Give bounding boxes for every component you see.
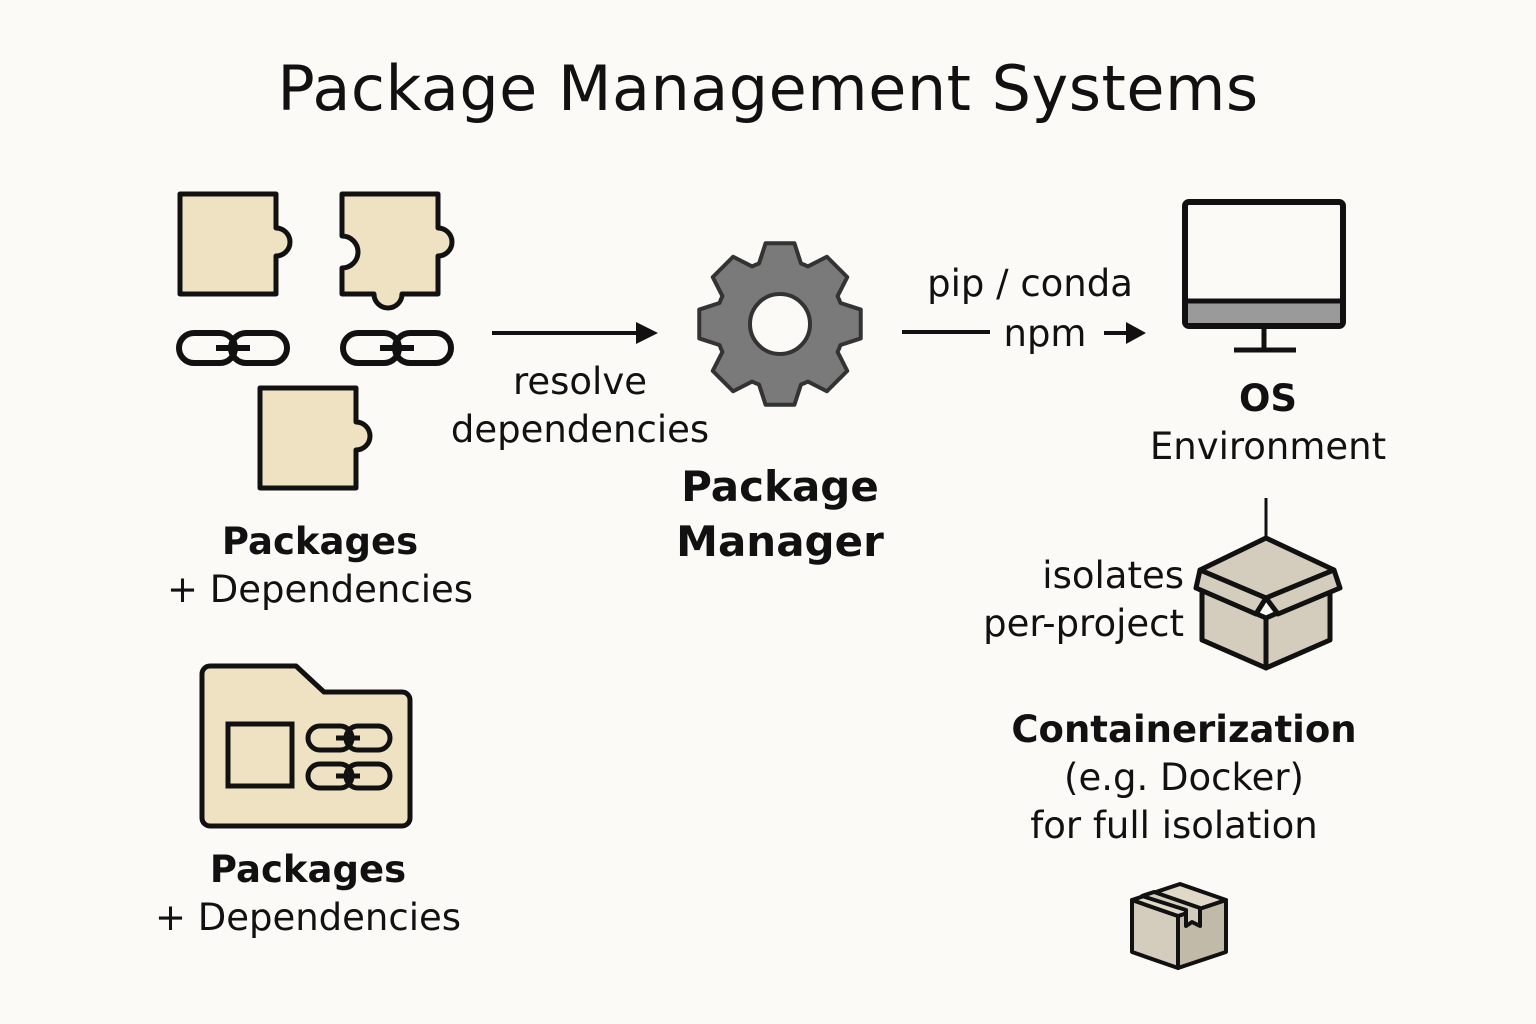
package-manager-line2: Manager [676,516,884,566]
monitor-icon [1182,199,1346,353]
containerization-line3: for full isolation [1030,804,1318,848]
resolve-label-line2: dependencies [450,408,710,452]
folder-icon [199,663,413,829]
gear-icon [697,241,863,407]
package-manager-line1: Package [681,462,879,511]
tools-arrow-line [902,330,990,334]
packages-label: Packages + Dependencies [120,518,520,614]
box-icon [1130,882,1228,970]
chain-link-icon [176,330,290,366]
tools-label-line1: pip / conda [927,262,1133,305]
chain-link-icon [340,330,454,366]
puzzle-piece-icon [177,191,293,297]
environment-label: Environment [1149,425,1387,469]
puzzle-piece-icon [339,191,455,311]
package-manager-label: Package Manager [630,460,930,569]
containerization-line2: (e.g. Docker) [1064,756,1304,800]
packages-title: Packages [221,520,419,563]
os-environment-label: OS Environment [1110,375,1426,471]
os-label: OS [1238,377,1298,420]
tools-arrow-head [1104,322,1146,344]
packages-label-bottom: Packages + Dependencies [108,846,508,942]
tools-label-line2: npm [1003,312,1087,355]
isolation-line1: isolates [1042,554,1184,597]
resolve-label-line1: resolve [512,360,648,403]
containerization-title: Containerization [1011,708,1357,751]
containerization-label: Containerization (e.g. Docker) for full … [984,706,1384,850]
box-icon [1193,535,1343,671]
packages-title: Packages [209,848,407,891]
packages-subtitle: + Dependencies [166,568,474,612]
chain-link-icon [305,723,393,753]
isolation-line2: per-project [983,602,1184,646]
packages-subtitle: + Dependencies [154,896,462,940]
resolve-arrow [492,322,658,344]
chain-link-icon [305,761,393,791]
resolve-label: resolve dependencies [430,358,730,454]
isolation-label: isolates per-project [940,552,1184,648]
puzzle-piece-icon [257,385,373,491]
diagram-title: Package Management Systems [277,52,1259,125]
